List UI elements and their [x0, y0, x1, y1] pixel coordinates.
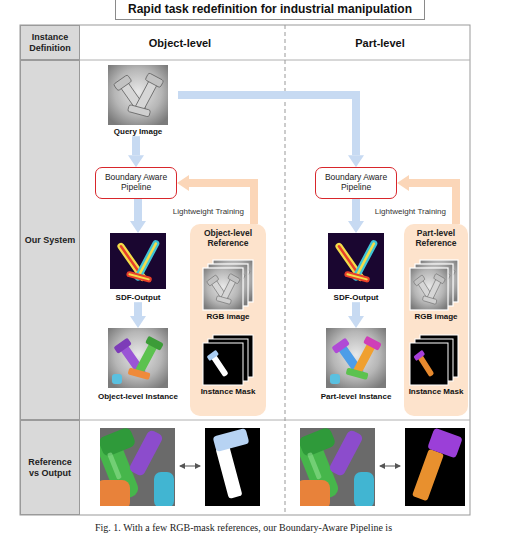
node-text: Boundary Aware Pipeline: [320, 173, 392, 193]
image-figure: Instance Mask: [406, 335, 466, 396]
title-box: Rapid task redefinition for industrial m…: [115, 0, 425, 20]
instance-photo: [108, 328, 168, 388]
node-text: Instance Mask: [194, 387, 262, 396]
reference-photo: [95, 426, 175, 510]
compare-arrow: [380, 466, 400, 467]
node-text: Part-level Reference: [407, 229, 465, 249]
training-arrow: [189, 183, 254, 224]
image-figure: RGB image: [194, 260, 262, 321]
flow-arrow: [134, 302, 142, 316]
node-text: Boundary Aware Pipeline: [100, 173, 172, 193]
image-figure: Instance Mask: [194, 335, 262, 396]
flow-arrow: [132, 136, 140, 155]
output-mask: [405, 428, 465, 506]
row-header-band: Reference vs Output: [20, 420, 80, 515]
table-frame: [20, 25, 470, 515]
mask-stack: [410, 335, 458, 385]
column-heading: Object-level: [149, 37, 211, 49]
edge-label: Lightweight Training: [374, 207, 447, 216]
sdf-heatmap: [328, 233, 384, 289]
row-header-band: Our System: [20, 60, 80, 420]
figure-caption: Fig. 1. With a few RGB-mask references, …: [95, 522, 392, 533]
instance-photo: [326, 328, 386, 388]
image-figure: SDF-Output: [316, 233, 396, 302]
pipeline-box: Boundary Aware Pipeline: [95, 167, 177, 199]
compare-arrow: [180, 466, 200, 467]
flow-arrow: [352, 199, 360, 221]
image-figure: Object-level Instance: [89, 328, 187, 401]
node-text: Instance Mask: [406, 387, 466, 396]
sdf-heatmap: [110, 233, 166, 289]
node-text: Instance Definition: [23, 32, 77, 53]
reference-photo: [295, 426, 375, 510]
training-arrow: [409, 183, 456, 224]
rgb-stack: [410, 260, 458, 310]
edge-label: Lightweight Training: [172, 207, 245, 216]
node-text: RGB image: [194, 312, 262, 321]
node-text: Part-level Instance: [308, 392, 404, 401]
image-figure: Query Image: [98, 65, 178, 136]
node-text: Reference vs Output: [23, 457, 77, 478]
image-figure: SDF-Output: [98, 233, 178, 302]
node-text: Query Image: [98, 127, 178, 136]
image-figure: RGB image: [406, 260, 466, 321]
query-photo: [108, 65, 168, 125]
reference-panel-fill: [190, 224, 468, 416]
reference-panel: Object-level ReferenceRGB imageInstance …: [190, 224, 266, 416]
node-text: Object-level Reference: [193, 229, 263, 249]
node-text: SDF-Output: [98, 293, 178, 302]
node-text: RGB image: [406, 312, 466, 321]
row-header-band: Instance Definition: [20, 25, 80, 60]
column-heading: Part-level: [355, 37, 405, 49]
reference-panel: Part-level ReferenceRGB imageInstance Ma…: [404, 224, 468, 416]
output-mask: [205, 428, 260, 506]
flow-arrow: [178, 95, 356, 155]
flow-arrow: [352, 302, 360, 316]
rgb-stack: [203, 260, 253, 310]
node-text: Our System: [25, 235, 76, 245]
flow-arrow: [134, 199, 142, 221]
node-text: Object-level Instance: [89, 392, 187, 401]
image-figure: Part-level Instance: [308, 328, 404, 401]
pipeline-box: Boundary Aware Pipeline: [315, 167, 397, 199]
mask-stack: [203, 335, 253, 385]
node-text: SDF-Output: [316, 293, 396, 302]
